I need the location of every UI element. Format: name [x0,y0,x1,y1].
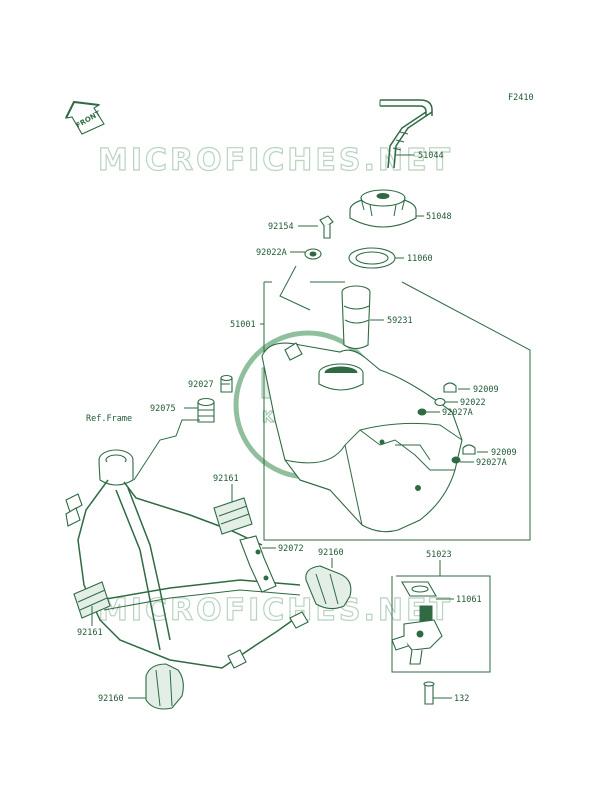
strainer-59231 [341,285,371,350]
figure-code: F2410 [508,93,534,103]
label-92027: 92027 [188,380,214,390]
label-51048: 51048 [426,212,452,222]
label-92160-lower: 92160 [98,694,124,704]
label-92072: 92072 [278,544,304,554]
breather-hose [379,99,433,169]
label-59231: 59231 [387,316,413,326]
label-92022A: 92022A [256,248,287,258]
damper-92161-lower [73,581,111,619]
label-11060: 11060 [407,254,433,264]
damper-92160-upper [305,565,352,610]
label-92160-upper: 92160 [318,548,344,558]
label-ref-frame: Ref.Frame [86,414,132,424]
washer-92022 [434,397,446,407]
gasket-11060 [348,247,396,269]
label-92009-lower: 92009 [491,448,517,458]
cap-92009-upper [443,382,457,393]
damper-92161-upper [213,497,253,535]
label-92161-lower: 92161 [77,628,103,638]
frame [65,419,309,669]
fuel-tank [261,342,463,533]
label-92154: 92154 [268,222,294,232]
damper-92160-lower [145,663,184,710]
washer-92027A-lower [451,456,461,464]
bolt-92154 [319,215,334,239]
cap-92009-lower [462,444,476,455]
fuel-cock [391,605,443,665]
bracket-92072 [239,535,277,593]
label-92161-upper: 92161 [213,474,239,484]
leader-lines [91,154,488,699]
washer-92027A-upper [417,408,427,416]
damper-92075 [197,397,215,423]
label-92027A-upper: 92027A [442,408,473,418]
label-11061: 11061 [456,595,482,605]
label-51044: 51044 [418,151,444,161]
watermark-bottom: MICROFICHES.NET [98,593,453,628]
tank-bracket [263,281,531,541]
watermark-top: MICROFICHES.NET [98,143,453,178]
screw-132 [423,681,435,705]
fuel-cap [349,189,417,228]
label-92022: 92022 [460,398,486,408]
label-92027A-lower: 92027A [476,458,507,468]
front-arrow-icon: FRONT [65,100,105,135]
label-92075: 92075 [150,404,176,414]
collar-92027 [220,374,233,393]
washer-92022A [304,248,322,260]
label-51001: 51001 [230,320,256,330]
fuel-cock-gasket [401,581,437,597]
label-132: 132 [454,694,469,704]
label-92009-upper: 92009 [473,385,499,395]
label-51023: 51023 [426,550,452,560]
